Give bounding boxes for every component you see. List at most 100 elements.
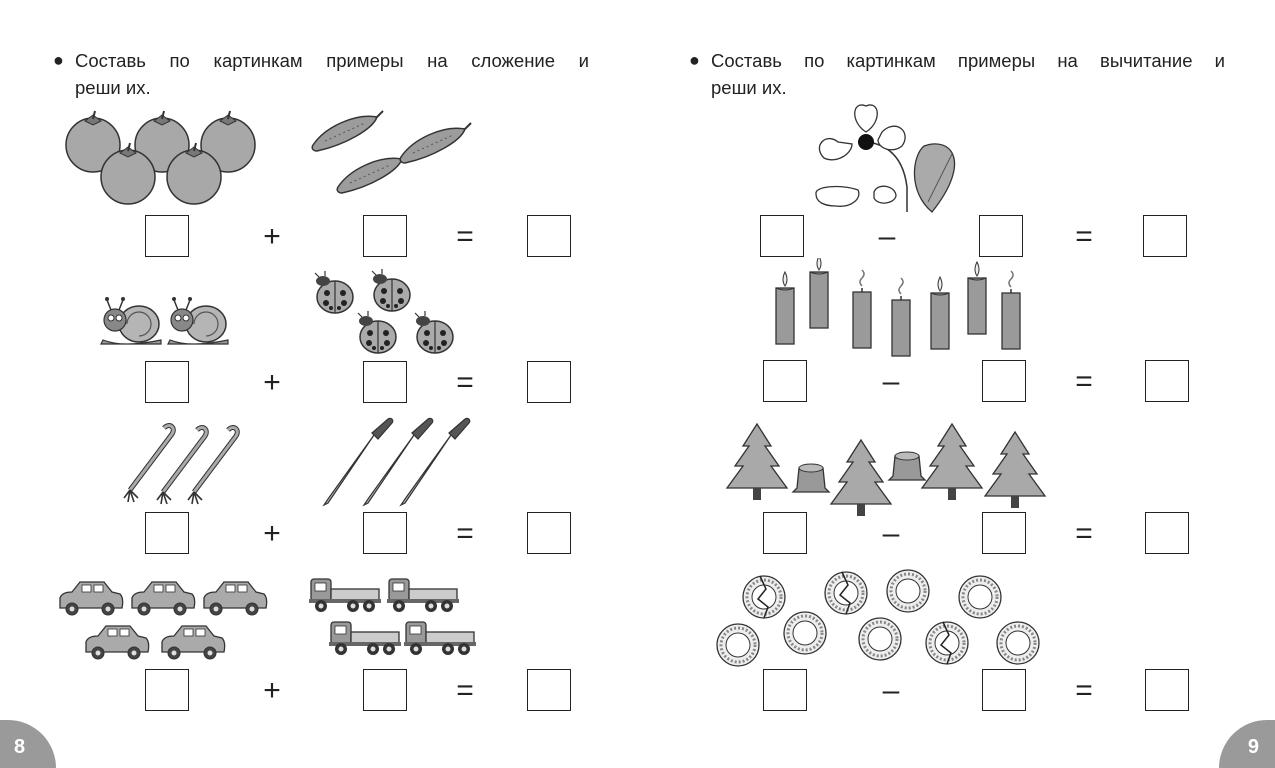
answer-box[interactable] bbox=[145, 215, 189, 257]
answer-box[interactable] bbox=[363, 669, 407, 711]
fir-tree-icon bbox=[726, 423, 788, 501]
plate-icon bbox=[782, 610, 828, 656]
answer-box[interactable] bbox=[1143, 215, 1187, 257]
answer-box[interactable] bbox=[982, 669, 1026, 711]
car-icon bbox=[203, 581, 268, 616]
plate-icon bbox=[995, 620, 1041, 666]
page-number-tab: 8 bbox=[0, 720, 56, 768]
fallen-petal-icon bbox=[815, 185, 860, 207]
candle-icon bbox=[930, 276, 950, 350]
answer-box[interactable] bbox=[527, 669, 571, 711]
bullet-icon: ● bbox=[689, 50, 700, 70]
petal-icon bbox=[818, 137, 853, 161]
plate-icon bbox=[715, 622, 761, 668]
ladybug-icon bbox=[414, 310, 454, 354]
petal-icon bbox=[854, 104, 878, 133]
car-icon bbox=[131, 581, 196, 616]
flower-picture bbox=[815, 104, 956, 213]
answer-box[interactable] bbox=[763, 360, 807, 402]
cars-picture bbox=[59, 581, 268, 660]
cucumber-icon bbox=[336, 152, 409, 194]
plus-sign: + bbox=[263, 220, 281, 253]
truck-icon bbox=[308, 578, 382, 613]
car-icon bbox=[161, 625, 226, 660]
candle-out-icon bbox=[852, 269, 872, 349]
minus-sign: – bbox=[882, 674, 900, 707]
instruction-line2: реши их. bbox=[711, 77, 787, 98]
answer-box[interactable] bbox=[527, 215, 571, 257]
fir-tree-icon bbox=[984, 431, 1046, 509]
equals-sign: = bbox=[1075, 220, 1093, 253]
knife-icon bbox=[400, 417, 471, 506]
ladybug-icon bbox=[371, 268, 411, 312]
equals-sign: = bbox=[456, 366, 474, 399]
car-icon bbox=[59, 581, 124, 616]
broken-plate-icon bbox=[823, 570, 869, 616]
answer-box[interactable] bbox=[1145, 360, 1189, 402]
answer-box[interactable] bbox=[1145, 512, 1189, 554]
cucumber-icon bbox=[311, 110, 384, 152]
instruction-line2: реши их. bbox=[75, 77, 151, 98]
instruction-line1: Составь по картинкам примеры на вычитани… bbox=[711, 50, 1225, 71]
equals-sign: = bbox=[456, 674, 474, 707]
petal-icon bbox=[877, 125, 906, 151]
ladybug-icon bbox=[357, 310, 397, 354]
answer-box[interactable] bbox=[527, 361, 571, 403]
plus-sign: + bbox=[263, 366, 281, 399]
knives-picture bbox=[323, 417, 471, 506]
snail-icon bbox=[100, 296, 162, 345]
fallen-petal-icon bbox=[873, 185, 897, 204]
fork-icon bbox=[157, 428, 206, 504]
equals-sign: = bbox=[1075, 517, 1093, 550]
page-number-tab: 9 bbox=[1219, 720, 1275, 768]
answer-box[interactable] bbox=[763, 512, 807, 554]
answer-box[interactable] bbox=[1145, 669, 1189, 711]
candle-out-icon bbox=[1001, 270, 1021, 350]
equals-sign: = bbox=[456, 517, 474, 550]
instruction-line1: Составь по картинкам примеры на сложение… bbox=[75, 50, 589, 71]
plate-icon bbox=[857, 616, 903, 662]
answer-box[interactable] bbox=[527, 512, 571, 554]
answer-box[interactable] bbox=[363, 512, 407, 554]
answer-box[interactable] bbox=[145, 669, 189, 711]
answer-box[interactable] bbox=[363, 361, 407, 403]
answer-box[interactable] bbox=[763, 669, 807, 711]
tomatoes-picture bbox=[65, 110, 256, 205]
truck-icon bbox=[386, 578, 460, 613]
truck-icon bbox=[403, 621, 477, 656]
car-icon bbox=[85, 625, 150, 660]
plates-picture bbox=[715, 568, 1041, 668]
page-number: 8 bbox=[14, 736, 26, 758]
snail-icon bbox=[167, 296, 229, 345]
left-page: ● Составь по картинкам примеры на сложен… bbox=[0, 0, 637, 768]
truck-icon bbox=[328, 621, 402, 656]
ladybugs-picture bbox=[314, 268, 454, 354]
plus-sign: + bbox=[263, 674, 281, 707]
stump-icon bbox=[792, 463, 830, 493]
trucks-picture bbox=[308, 578, 477, 656]
fork-icon bbox=[188, 428, 237, 504]
fir-tree-icon bbox=[921, 423, 983, 501]
trees-picture bbox=[726, 423, 1046, 517]
cucumber-icon bbox=[399, 122, 472, 164]
answer-box[interactable] bbox=[760, 215, 804, 257]
snails-picture bbox=[100, 296, 229, 345]
answer-box[interactable] bbox=[145, 512, 189, 554]
knife-icon bbox=[323, 417, 394, 506]
candle-icon bbox=[809, 258, 829, 329]
answer-box[interactable] bbox=[979, 215, 1023, 257]
answer-box[interactable] bbox=[145, 361, 189, 403]
answer-box[interactable] bbox=[982, 512, 1026, 554]
bullet-icon: ● bbox=[53, 50, 64, 70]
answer-box[interactable] bbox=[363, 215, 407, 257]
cucumbers-picture bbox=[311, 110, 472, 194]
equals-sign: = bbox=[456, 220, 474, 253]
broken-plate-icon bbox=[924, 620, 970, 666]
broken-plate-icon bbox=[741, 574, 787, 620]
flower-center-icon bbox=[858, 134, 874, 150]
answer-box[interactable] bbox=[982, 360, 1026, 402]
equals-sign: = bbox=[1075, 674, 1093, 707]
forks-picture bbox=[100, 418, 260, 513]
ladybug-icon bbox=[314, 270, 354, 314]
right-page: ● Составь по картинкам примеры на вычита… bbox=[637, 0, 1275, 768]
